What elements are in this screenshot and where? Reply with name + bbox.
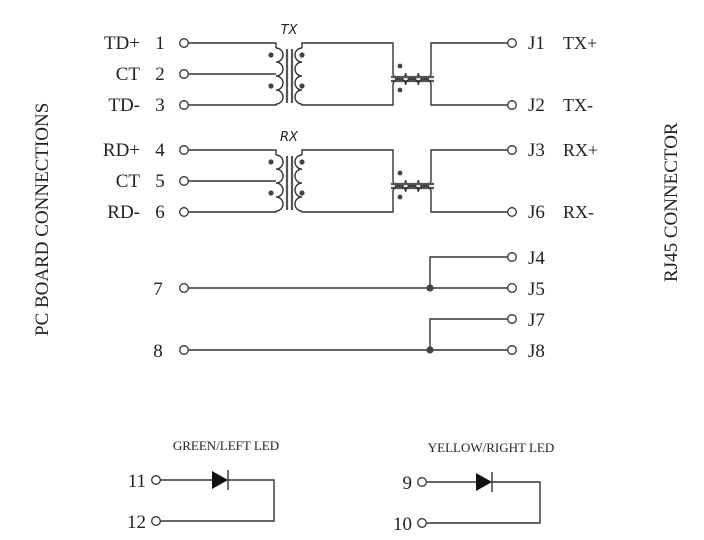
rj45-pin-number: J5 bbox=[528, 279, 545, 300]
led-pin-number: 12 bbox=[127, 512, 146, 533]
pc-pin-number: 6 bbox=[155, 202, 165, 223]
secondary-bottom-wire bbox=[301, 85, 394, 106]
pc-pin-number: 1 bbox=[155, 33, 165, 54]
led-pin-pad bbox=[151, 475, 161, 485]
secondary-coil bbox=[294, 47, 303, 105]
rj45-pin-number: J8 bbox=[528, 341, 545, 362]
pc-pin-name: RD- bbox=[107, 202, 140, 223]
junction-dot bbox=[426, 284, 434, 292]
polarity-dot bbox=[268, 52, 274, 58]
primary-coil bbox=[275, 154, 284, 212]
tx-transformer-block: TX TD+ 1CT 2TD- 3 J1 TX+ J2 TX- bbox=[104, 23, 597, 116]
rx-transformer-block: RX RD+ 4CT 5RD- 6 J3 RX+ J6 RX- bbox=[103, 130, 598, 223]
pc-pin-pad bbox=[179, 207, 189, 217]
output-top-wire bbox=[430, 42, 508, 73]
pc-pin-number: 8 bbox=[153, 341, 163, 362]
pc-pin-pad bbox=[179, 145, 189, 155]
secondary-coil bbox=[294, 154, 303, 212]
diode-icon bbox=[476, 473, 492, 491]
pc-pin-number: 2 bbox=[155, 64, 165, 85]
choke-coil-bottom bbox=[392, 184, 432, 193]
polarity-dot bbox=[299, 83, 305, 89]
polarity-dot bbox=[397, 63, 403, 69]
led-pin-number: 11 bbox=[128, 471, 146, 492]
polarity-dot bbox=[397, 194, 403, 200]
primary-bottom-wire bbox=[188, 104, 277, 106]
primary-coil bbox=[275, 47, 284, 105]
led-return-wire bbox=[426, 481, 541, 524]
polarity-dot bbox=[268, 190, 274, 196]
led-return-wire bbox=[160, 479, 275, 522]
polarity-dot bbox=[397, 87, 403, 93]
pc-pin-name: TD+ bbox=[104, 33, 140, 54]
output-top-wire bbox=[430, 149, 508, 180]
pc-pin-pad bbox=[179, 38, 189, 48]
transformer-title: RX bbox=[280, 130, 299, 145]
rj45-signal-name: RX- bbox=[563, 202, 594, 222]
primary-bottom-wire bbox=[188, 211, 277, 213]
led-title: GREEN/LEFT LED bbox=[173, 438, 279, 453]
secondary-top-wire bbox=[301, 42, 394, 73]
led-pin-pad bbox=[151, 516, 161, 526]
rj45-connector-label: RJ45 CONNECTOR bbox=[661, 122, 682, 282]
rj45-pin-pad bbox=[507, 283, 517, 293]
rj45-pin-pad bbox=[507, 100, 517, 110]
primary-top-wire bbox=[188, 149, 277, 155]
polarity-dot bbox=[268, 83, 274, 89]
pc-pin-pad bbox=[179, 283, 189, 293]
led-pin-pad bbox=[417, 477, 427, 487]
pc-pin-pad bbox=[179, 69, 189, 79]
pc-pin-name: CT bbox=[116, 64, 141, 85]
rj45-signal-name: RX+ bbox=[563, 140, 598, 160]
led-pin-number: 9 bbox=[403, 473, 413, 494]
shorted-branch-wire bbox=[429, 318, 508, 350]
diode-icon bbox=[212, 471, 228, 489]
pc-pin-number: 3 bbox=[155, 95, 165, 116]
led-block: GREEN/LEFT LED 11 12 YELLOW/RIGHT LED 9 10 bbox=[127, 438, 554, 535]
polarity-dot bbox=[299, 190, 305, 196]
pc-pin-pad bbox=[179, 345, 189, 355]
polarity-dot bbox=[299, 52, 305, 58]
led-pin-number: 10 bbox=[393, 514, 412, 535]
pc-board-connections-label: PC BOARD CONNECTIONS bbox=[32, 103, 53, 336]
led-title: YELLOW/RIGHT LED bbox=[428, 440, 554, 455]
rj45-signal-name: TX- bbox=[563, 95, 593, 115]
led-pin-pad bbox=[417, 518, 427, 528]
shorted-branch-wire bbox=[429, 256, 508, 288]
rj45-signal-name: TX+ bbox=[563, 33, 597, 53]
pc-pin-name: CT bbox=[116, 171, 141, 192]
rj45-pin-number: J4 bbox=[528, 248, 545, 269]
rj45-pin-pad bbox=[507, 314, 517, 324]
secondary-top-wire bbox=[301, 149, 394, 180]
transformer-title: TX bbox=[281, 23, 299, 38]
pc-pin-number: 7 bbox=[153, 279, 163, 300]
pc-pin-number: 4 bbox=[155, 140, 165, 161]
rj45-pin-pad bbox=[507, 252, 517, 262]
pc-pin-name: RD+ bbox=[103, 140, 140, 161]
rj45-pin-pad bbox=[507, 207, 517, 217]
polarity-dot bbox=[268, 159, 274, 165]
pc-pin-pad bbox=[179, 176, 189, 186]
rj45-pin-pad bbox=[507, 345, 517, 355]
pc-pin-pad bbox=[179, 100, 189, 110]
rj45-pin-number: J1 bbox=[528, 33, 545, 54]
rj45-pin-pad bbox=[507, 145, 517, 155]
polarity-dot bbox=[299, 159, 305, 165]
output-bottom-wire bbox=[430, 192, 508, 213]
output-bottom-wire bbox=[430, 85, 508, 106]
rj45-pin-number: J6 bbox=[528, 202, 545, 223]
rj45-pin-number: J7 bbox=[528, 310, 545, 331]
rj45-pin-number: J3 bbox=[528, 140, 545, 161]
primary-top-wire bbox=[188, 42, 277, 48]
pc-pin-number: 5 bbox=[155, 171, 165, 192]
secondary-bottom-wire bbox=[301, 192, 394, 213]
rj45-pin-pad bbox=[507, 38, 517, 48]
junction-dot bbox=[426, 346, 434, 354]
choke-coil-bottom bbox=[392, 77, 432, 86]
pc-pin-name: TD- bbox=[108, 95, 140, 116]
rj45-pin-number: J2 bbox=[528, 95, 545, 116]
polarity-dot bbox=[397, 170, 403, 176]
